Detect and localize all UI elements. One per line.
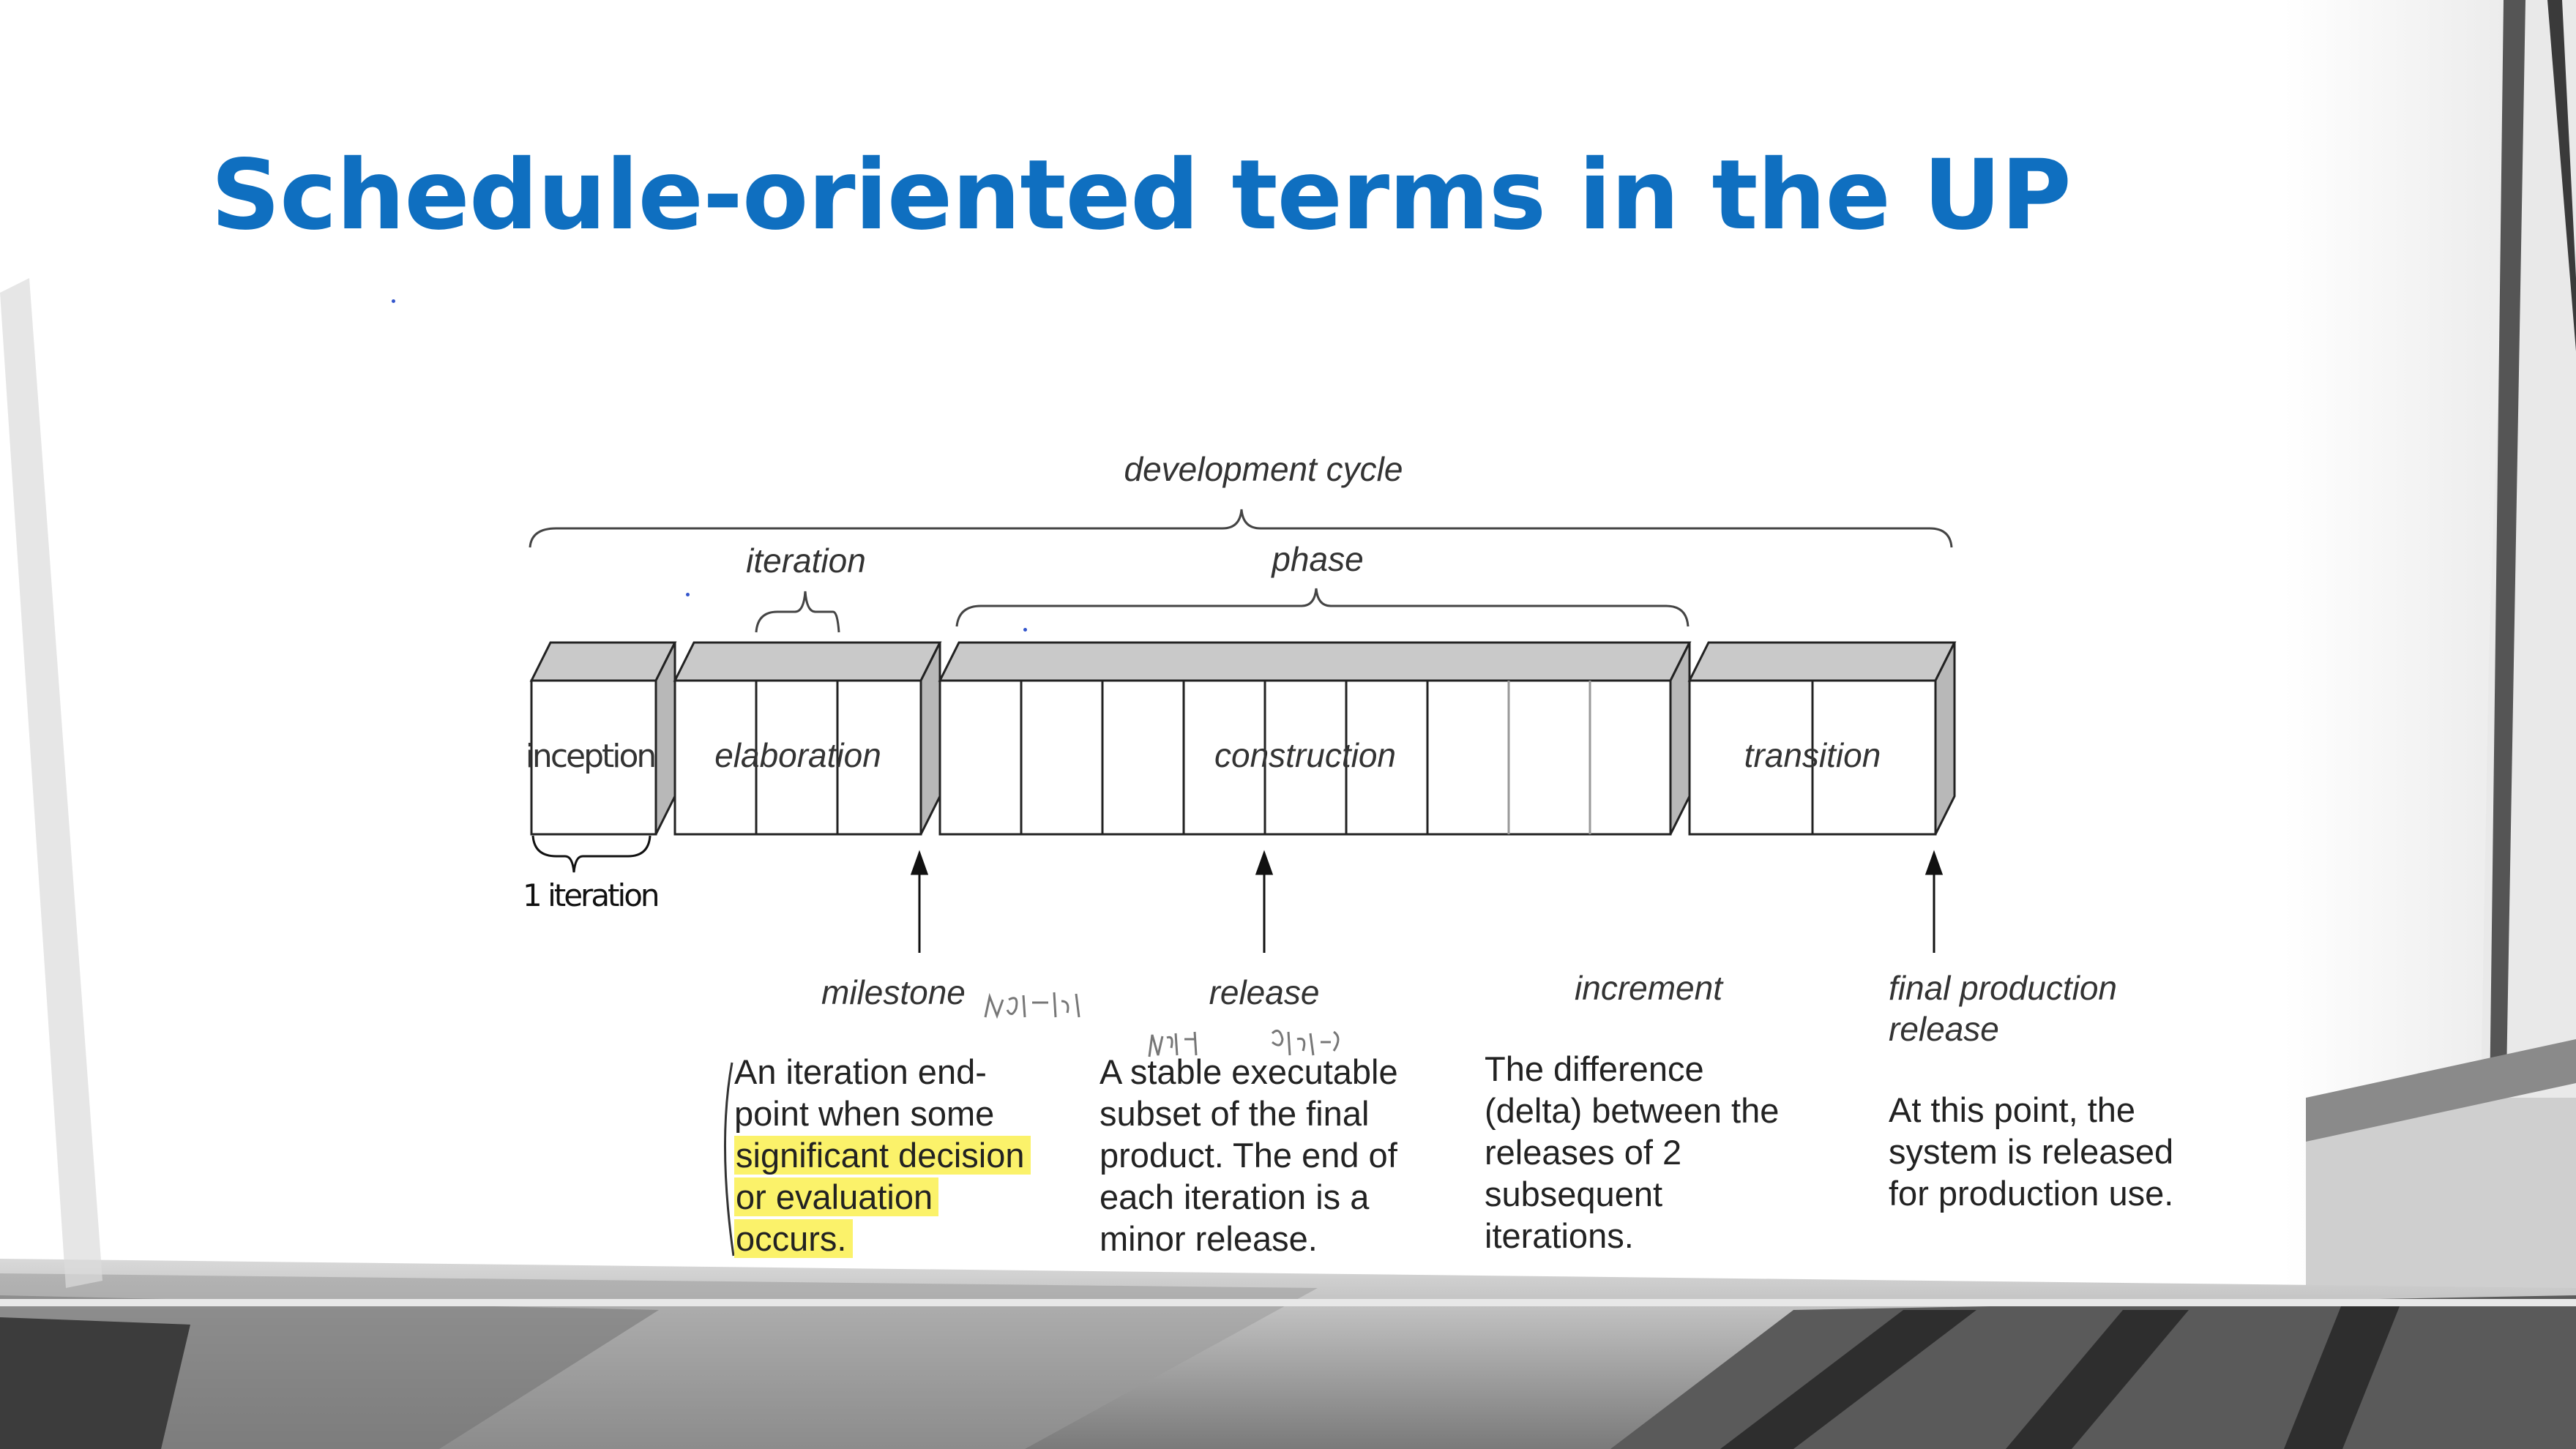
milestone-line-5-highlight: occurs. bbox=[734, 1219, 853, 1258]
milestone-arrow bbox=[910, 850, 929, 953]
milestone-line-3-highlight: significant decision bbox=[734, 1136, 1031, 1175]
iteration-label: iteration bbox=[746, 542, 866, 580]
milestone-line-1: An iteration end- bbox=[734, 1052, 987, 1091]
release-arrow bbox=[1255, 850, 1274, 953]
release-line-1: A stable executable bbox=[1100, 1052, 1398, 1091]
handwritten-iteration-note: 1 iteration bbox=[523, 877, 658, 913]
final-release-arrow bbox=[1924, 850, 1944, 953]
increment-line-2: (delta) between the bbox=[1485, 1091, 1780, 1130]
release-line-2: subset of the final bbox=[1100, 1094, 1370, 1133]
slide-title: Schedule-oriented terms in the UP bbox=[211, 139, 2072, 252]
term-final-production: final production bbox=[1889, 969, 2117, 1007]
handwritten-scribble bbox=[984, 992, 1080, 1019]
transition-phase-box bbox=[1687, 641, 1957, 836]
release-description: A stable executable subset of the final … bbox=[1100, 1051, 1398, 1259]
increment-line-3: releases of 2 bbox=[1485, 1133, 1682, 1172]
phase-label: phase bbox=[1270, 540, 1363, 578]
stray-mark bbox=[686, 593, 690, 596]
development-cycle-brace bbox=[529, 509, 1953, 548]
release-line-3: product. The end of bbox=[1100, 1136, 1397, 1175]
phase-name-elaboration: elaboration bbox=[714, 736, 881, 774]
phase-name-transition: transition bbox=[1744, 736, 1881, 774]
final-release-line-2: system is released bbox=[1889, 1132, 2174, 1171]
construction-phase-box bbox=[938, 641, 1692, 836]
increment-description: The difference (delta) between the relea… bbox=[1485, 1048, 1779, 1257]
handwritten-scribble bbox=[1148, 1031, 1198, 1057]
stray-mark bbox=[392, 299, 395, 303]
phase-name-inception: inception bbox=[526, 738, 655, 775]
stray-mark bbox=[1023, 628, 1027, 632]
increment-line-1: The difference bbox=[1485, 1049, 1704, 1088]
iteration-brace bbox=[755, 591, 840, 633]
increment-line-4: subsequent bbox=[1485, 1175, 1663, 1213]
final-release-line-1: At this point, the bbox=[1889, 1090, 2136, 1129]
term-final-production-line2: release bbox=[1889, 1010, 1999, 1048]
development-cycle-label: development cycle bbox=[1124, 450, 1403, 488]
milestone-description: An iteration end- point when some signif… bbox=[734, 1051, 1031, 1259]
increment-line-5: iterations. bbox=[1485, 1216, 1634, 1255]
phase-name-construction: construction bbox=[1214, 736, 1396, 774]
milestone-line-4-highlight: or evaluation bbox=[734, 1177, 939, 1216]
term-increment: increment bbox=[1575, 969, 1724, 1007]
term-release: release bbox=[1209, 973, 1320, 1011]
handwritten-bracket bbox=[723, 1062, 735, 1257]
handwritten-scribble bbox=[1271, 1029, 1340, 1056]
final-release-line-3: for production use. bbox=[1889, 1174, 2174, 1213]
term-milestone: milestone bbox=[821, 973, 966, 1011]
final-release-description: At this point, the system is released fo… bbox=[1889, 1089, 2173, 1214]
phase-brace bbox=[955, 588, 1690, 627]
handwritten-iteration-brace bbox=[531, 835, 652, 873]
elaboration-phase-box bbox=[673, 641, 942, 836]
inception-phase-box bbox=[529, 641, 677, 836]
release-line-5: minor release. bbox=[1100, 1219, 1318, 1258]
release-line-4: each iteration is a bbox=[1100, 1177, 1370, 1216]
milestone-line-2: point when some bbox=[734, 1094, 995, 1133]
